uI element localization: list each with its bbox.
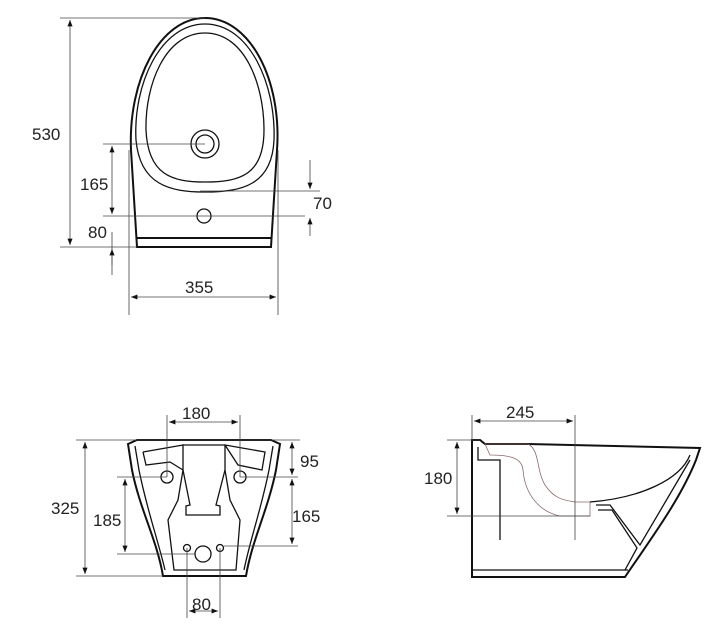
back-outline (126, 439, 282, 577)
top-outline (129, 16, 279, 248)
back-view: 180 325 185 95 165 80 (51, 404, 320, 618)
dim-label-drain: 165 (80, 175, 108, 194)
dim-label-hole-spacing: 180 (182, 404, 210, 423)
dim-label-side-height: 180 (424, 469, 452, 488)
dim-label-bottom-spacing: 80 (192, 595, 211, 614)
side-outline (471, 439, 702, 578)
dim-label-width: 355 (185, 278, 213, 297)
rim-outer (135, 23, 275, 193)
top-view: 530 165 80 70 355 (32, 16, 332, 315)
dim-label-back-height: 325 (51, 499, 79, 518)
dim-label-height: 530 (32, 125, 60, 144)
drain-hole (194, 545, 212, 563)
hatched-section (484, 443, 591, 517)
dim-label-depth: 245 (506, 403, 534, 422)
dim-label-bottom: 80 (88, 223, 107, 242)
dim-label-lower: 185 (93, 511, 121, 530)
dim-label-hole: 70 (313, 194, 332, 213)
dim-label-top: 95 (300, 452, 319, 471)
side-view: 245 180 (424, 403, 702, 578)
bowl-inner (145, 32, 265, 183)
dim-label-hole-bottom: 165 (292, 507, 320, 526)
back-inner (142, 444, 266, 571)
